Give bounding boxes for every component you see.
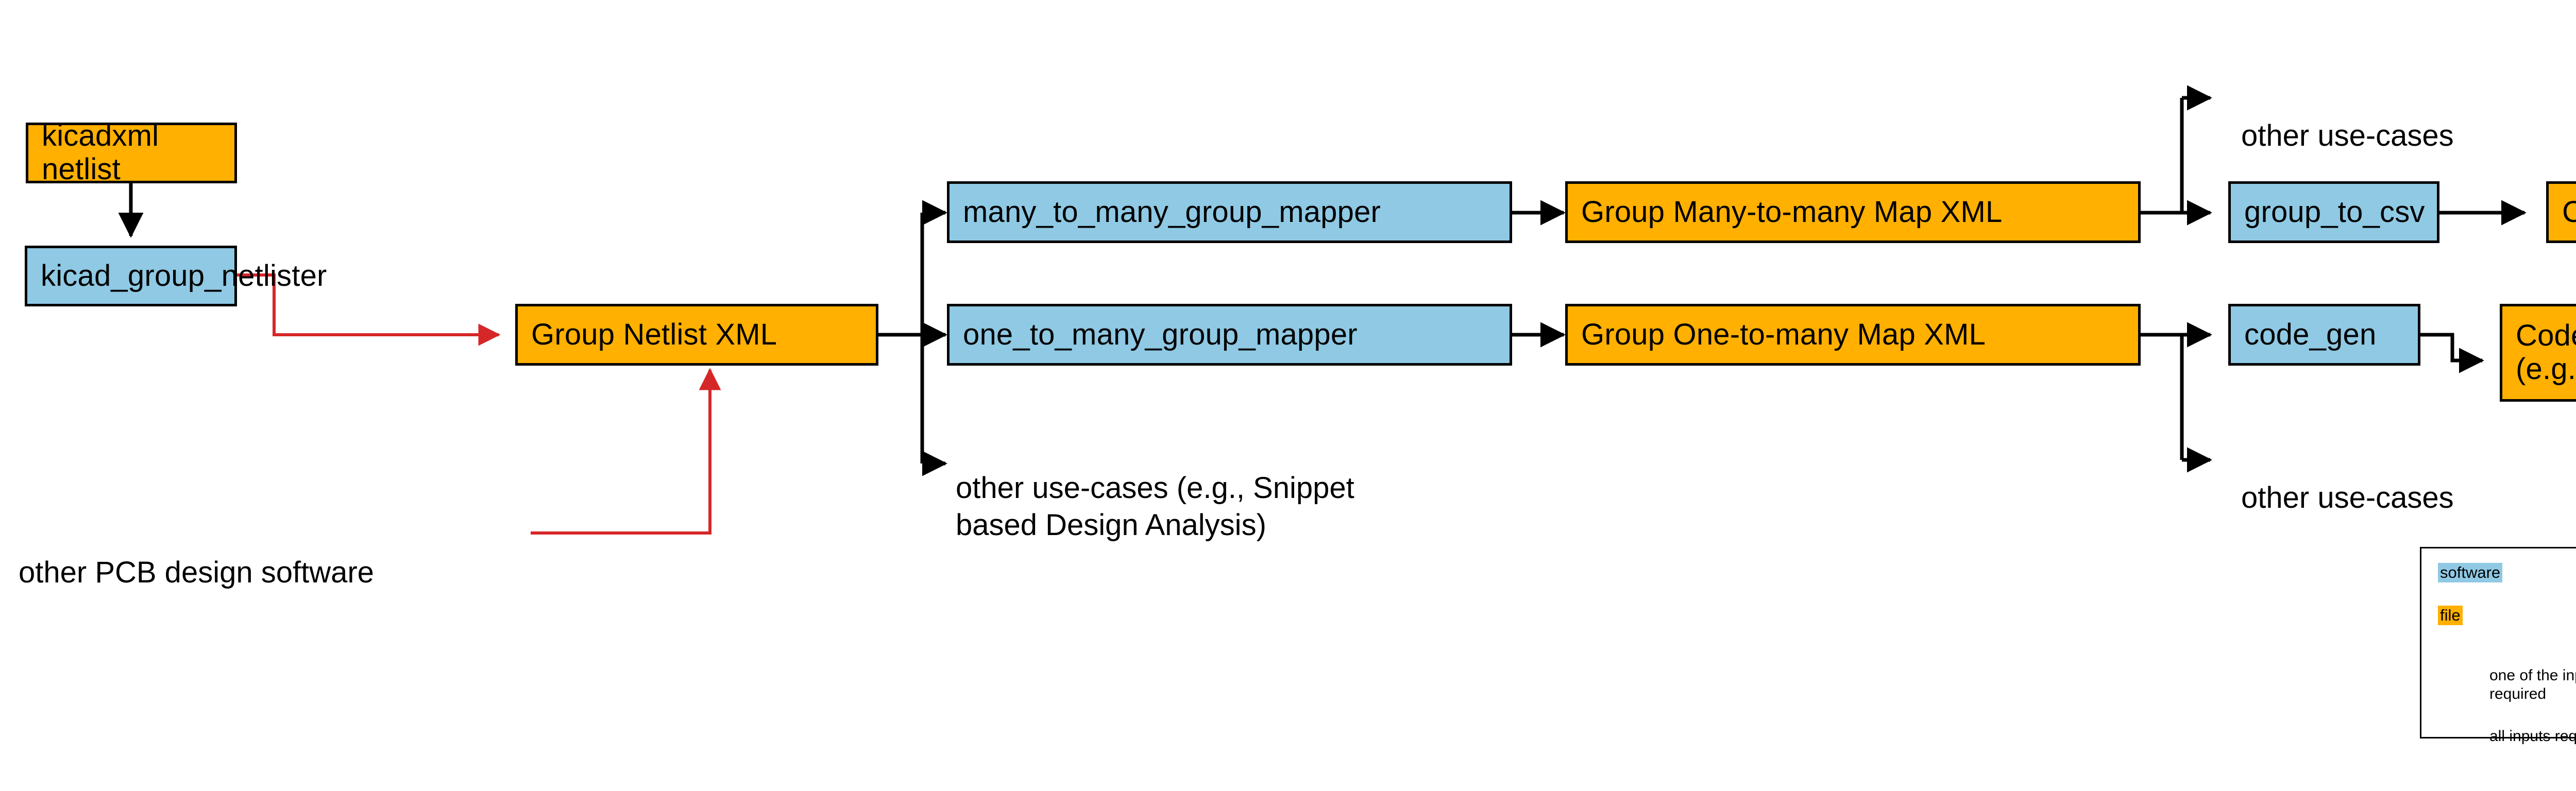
node-label: one_to_many_group_mapper [963, 317, 1358, 351]
legend-entry-text: all inputs required [2489, 727, 2576, 745]
legend-software-swatch: software [2438, 563, 2503, 582]
legend-panel: software file one of the inputs required… [2420, 547, 2576, 745]
node-group-one-to-many-map-xml[interactable]: Group One-to-many Map XML [1565, 304, 2141, 366]
edge-other-pcb-to-group-netlist-xml [531, 368, 721, 535]
legend-file-swatch: file [2438, 606, 2463, 625]
node-code-gen[interactable]: code_gen [2228, 304, 2420, 366]
label-other-pcb-design-software: other PCB design software [19, 517, 374, 591]
legend-software-label: software [2440, 563, 2501, 581]
label-text: other use-cases [2241, 480, 2454, 514]
label-other-use-cases-bottom-right: other use-cases [2241, 442, 2454, 517]
node-label: group_to_csv [2244, 195, 2425, 229]
node-label: many_to_many_group_mapper [963, 195, 1381, 229]
node-code[interactable]: Code (e.g., C++) [2500, 304, 2576, 402]
edge-code-gen-to-code [2420, 333, 2484, 373]
edge-netlister-to-group-netlist-xml [237, 273, 501, 346]
legend-required-arrow-label: all inputs required [2489, 708, 2576, 746]
legend-file-label: file [2440, 606, 2461, 624]
label-text: other PCB design software [19, 555, 374, 589]
node-group-to-csv[interactable]: group_to_csv [2228, 181, 2439, 243]
node-many-to-many-group-mapper[interactable]: many_to_many_group_mapper [947, 181, 1512, 243]
node-group-many-to-many-map-xml[interactable]: Group Many-to-many Map XML [1565, 181, 2141, 243]
node-label: Group One-to-many Map XML [1581, 317, 1986, 351]
node-group-netlist-xml[interactable]: Group Netlist XML [515, 304, 878, 366]
node-label: Group Many-to-many Map XML [1581, 195, 2003, 229]
legend-entry-text: one of the inputs required [2489, 666, 2576, 703]
label-other-use-cases-snippet: other use-cases (e.g., Snippet based Des… [956, 433, 1354, 544]
node-kicad-group-netlister[interactable]: kicad_group_netlister [25, 246, 327, 306]
node-one-to-many-group-mapper[interactable]: one_to_many_group_mapper [947, 304, 1512, 366]
node-kicadxml-netlist[interactable]: kicadxml netlist [26, 119, 237, 186]
node-label: kicadxml netlist [42, 119, 159, 186]
node-label: kicad_group_netlister [41, 259, 327, 293]
label-text: other use-cases (e.g., Snippet based Des… [956, 471, 1354, 542]
node-label: code_gen [2244, 317, 2377, 351]
legend-optional-arrow-label: one of the inputs required [2489, 647, 2576, 704]
node-label: Group Netlist XML [531, 317, 777, 351]
node-label: Code (e.g., C++) [2516, 319, 2576, 386]
node-label: CSV [2562, 195, 2576, 229]
node-csv[interactable]: CSV [2546, 181, 2576, 243]
label-text: other use-cases [2241, 118, 2454, 152]
label-other-use-cases-top-right: other use-cases [2241, 80, 2454, 154]
